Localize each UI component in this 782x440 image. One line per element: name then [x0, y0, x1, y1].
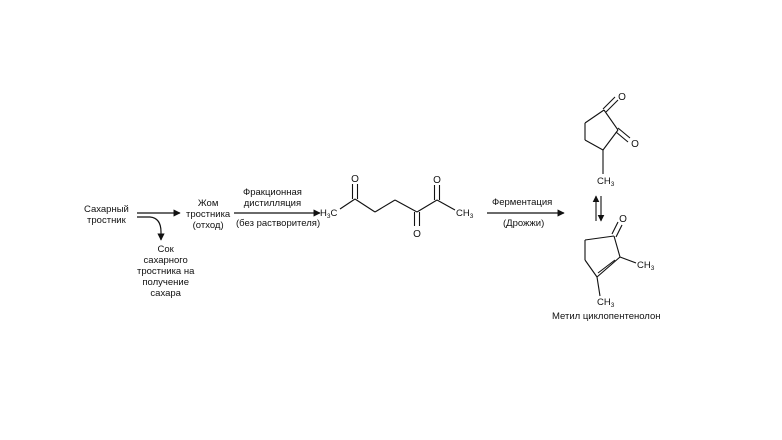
methyl-label: CH3	[597, 297, 615, 309]
yeast-label: (Дрожжи)	[503, 218, 545, 229]
methyl-label-left: H3C	[320, 208, 338, 220]
product-name: Метил циклопентенолон	[552, 311, 661, 322]
oxygen-atom: O	[631, 139, 639, 150]
oxygen-atom: O	[618, 92, 626, 103]
oxygen-atom: O	[351, 174, 359, 185]
trione-structure	[339, 184, 456, 226]
start-material-label: Сахарный тростник	[84, 204, 129, 226]
enol-tautomer-structure	[584, 221, 637, 297]
oxygen-atom: O	[619, 214, 627, 225]
distillation-label: Фракционная дистилляция	[243, 187, 302, 209]
oxygen-atom: O	[433, 175, 441, 186]
methyl-label: CH3	[637, 260, 655, 272]
juice-label: Сок сахарного тростника на получение сах…	[137, 244, 195, 299]
oxygen-atom: O	[413, 229, 421, 240]
fermentation-label: Ферментация	[492, 197, 553, 208]
methyl-label-right: CH3	[456, 208, 474, 220]
arrow-cane-to-juice	[137, 216, 165, 241]
waste-label: Жом тростника (отход)	[186, 198, 231, 231]
solvent-free-label: (без растворителя)	[236, 218, 321, 229]
methyl-label: CH3	[597, 176, 615, 188]
diketone-tautomer-structure	[584, 96, 631, 174]
